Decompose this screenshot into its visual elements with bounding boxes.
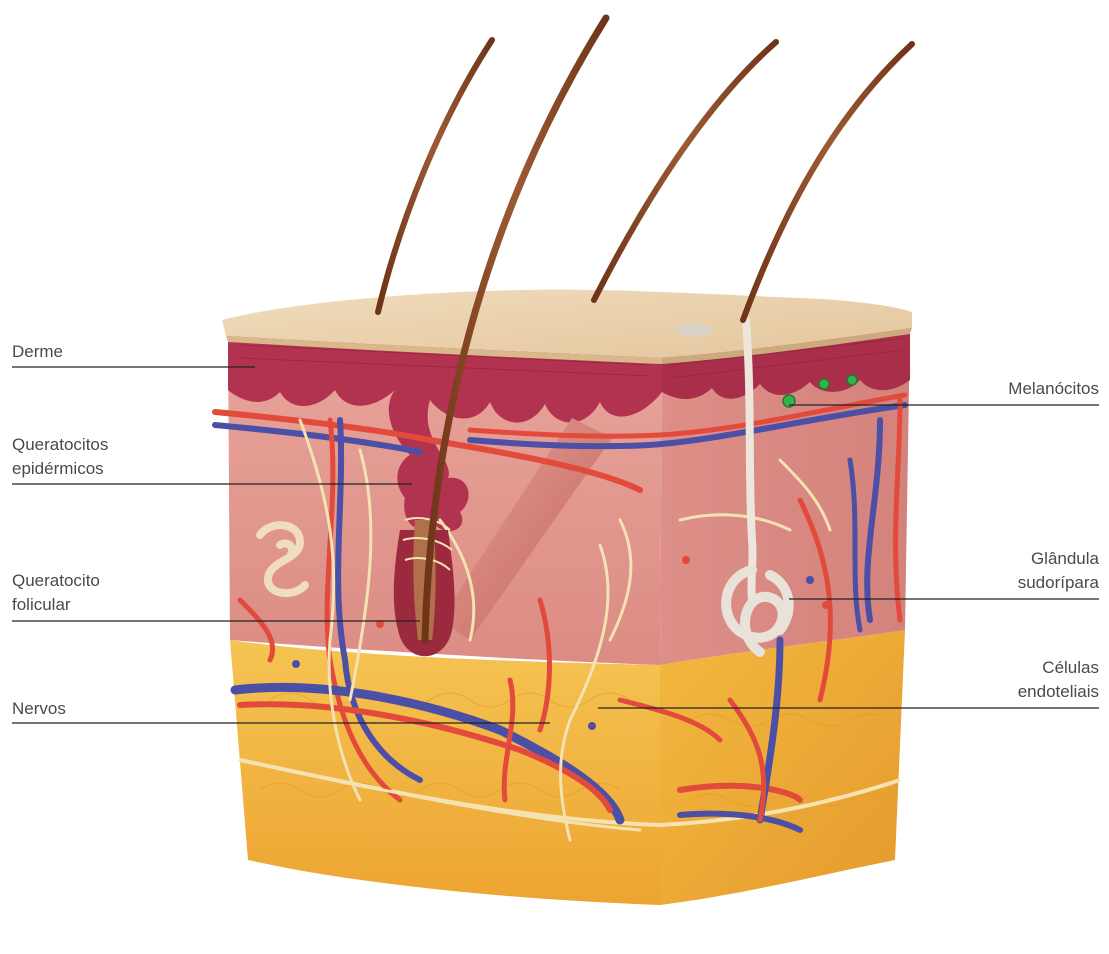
- label-derme-line-1: Derme: [12, 340, 63, 364]
- label-celulas-line-2: endoteliais: [1018, 680, 1099, 704]
- label-glandula-line-1: Glândula: [1018, 547, 1099, 571]
- label-celulas-line-1: Células: [1018, 656, 1099, 680]
- label-queratocitos-line-2: epidérmicos: [12, 457, 108, 481]
- label-derme: Derme: [12, 340, 63, 364]
- label-queratocito-folicular: Queratocito folicular: [12, 569, 100, 617]
- label-queratocitos-line-1: Queratocitos: [12, 433, 108, 457]
- label-glandula-sudoripara: Glândula sudorípara: [1018, 547, 1099, 595]
- label-folicular-line-1: Queratocito: [12, 569, 100, 593]
- label-nervos-line-1: Nervos: [12, 697, 66, 721]
- label-nervos: Nervos: [12, 697, 66, 721]
- label-folicular-line-2: folicular: [12, 593, 100, 617]
- label-glandula-line-2: sudorípara: [1018, 571, 1099, 595]
- hair-pore: [676, 323, 712, 337]
- label-queratocitos-epidermicos: Queratocitos epidérmicos: [12, 433, 108, 481]
- label-celulas-endoteliais: Células endoteliais: [1018, 656, 1099, 704]
- label-melanocitos: Melanócitos: [1008, 377, 1099, 401]
- label-melanocitos-line-1: Melanócitos: [1008, 377, 1099, 401]
